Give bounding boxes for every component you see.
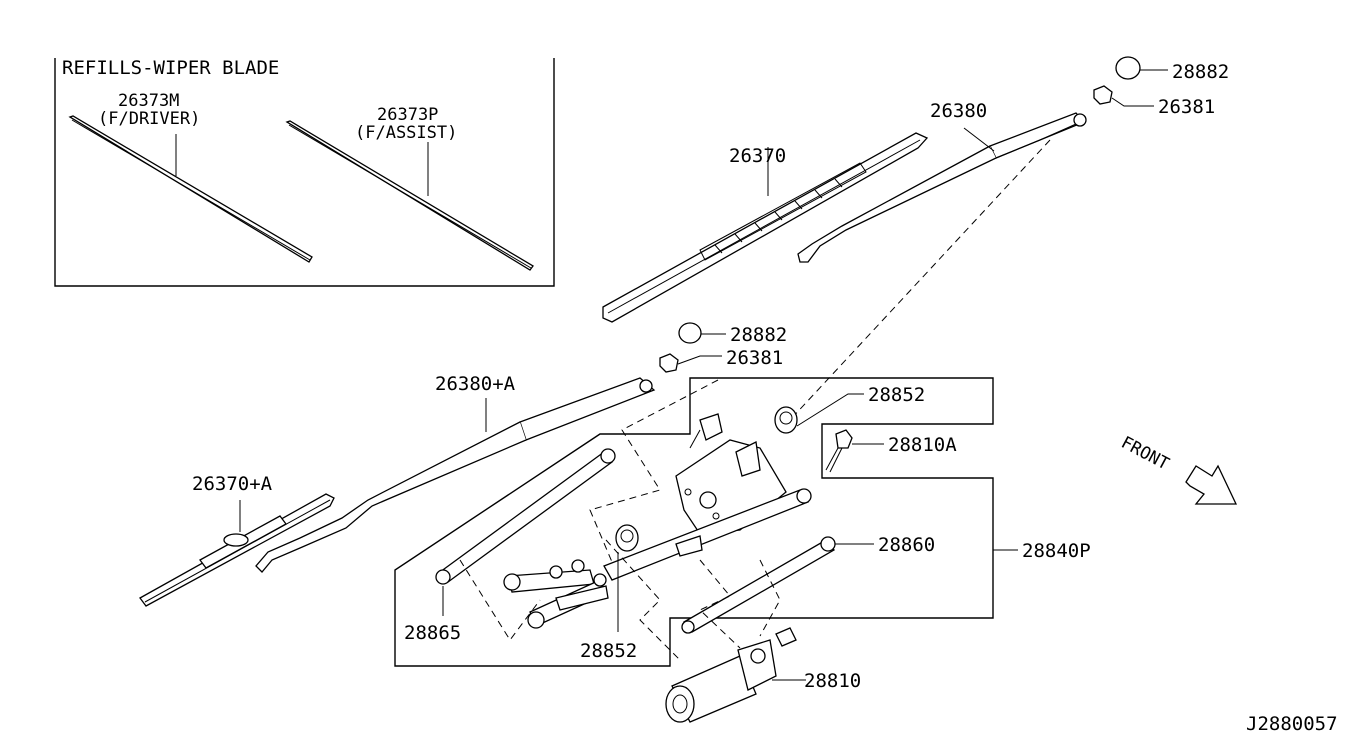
nut-26381-top	[1093, 85, 1154, 107]
label-26370a: 26370+A	[192, 473, 273, 495]
label-28852-bottom: 28852	[580, 640, 637, 662]
refill-driver	[68, 115, 313, 263]
pivot-28852-top	[774, 393, 864, 434]
label-26373P: 26373P	[377, 105, 438, 125]
wiper-arm-26380	[797, 112, 1087, 263]
label-f-driver: (F/DRIVER)	[98, 109, 200, 129]
bolt-28810a	[825, 429, 884, 473]
wiper-motor-28810	[665, 627, 806, 723]
label-28860: 28860	[878, 534, 935, 556]
wiper-arm-26380a	[255, 377, 656, 573]
link-rod-left	[435, 448, 616, 616]
label-26380: 26380	[930, 100, 987, 122]
label-28840p: 28840P	[1022, 540, 1091, 562]
label-28882-mid: 28882	[730, 324, 787, 346]
diagram-id: J2880057	[1246, 713, 1338, 735]
refill-assist	[285, 120, 534, 271]
refills-title: REFILLS-WIPER BLADE	[62, 57, 279, 79]
refills-box: REFILLS-WIPER BLADE 26373M (F/DRIVER) 26…	[54, 57, 555, 287]
label-26381-mid: 26381	[726, 347, 783, 369]
crank-linkage	[503, 559, 609, 629]
front-arrow-icon	[1185, 464, 1238, 505]
front-label: FRONT	[1118, 433, 1173, 475]
pivot-28852-bottom	[615, 524, 639, 632]
drive-rod-main	[603, 488, 812, 581]
linkage-assembly-bracket	[394, 377, 994, 667]
label-26370: 26370	[729, 145, 786, 167]
wiper-blade-26370	[602, 132, 929, 323]
link-rod-28860	[681, 536, 874, 634]
label-f-assist: (F/ASSIST)	[355, 123, 457, 143]
label-26380a: 26380+A	[435, 373, 516, 395]
wiper-blade-26370a	[139, 493, 335, 607]
label-26381-top: 26381	[1158, 96, 1215, 118]
label-26373M: 26373M	[118, 91, 179, 111]
label-28810: 28810	[804, 670, 861, 692]
refills-box-frame	[54, 58, 555, 287]
label-28810a: 28810A	[888, 434, 957, 456]
label-28882-top: 28882	[1172, 61, 1229, 83]
cap-28882-mid	[678, 322, 726, 344]
nut-26381-mid	[659, 353, 722, 373]
label-28865: 28865	[404, 622, 461, 644]
label-28852-top: 28852	[868, 384, 925, 406]
cap-28882-top	[1115, 56, 1168, 80]
front-indicator: FRONT	[1118, 433, 1238, 505]
